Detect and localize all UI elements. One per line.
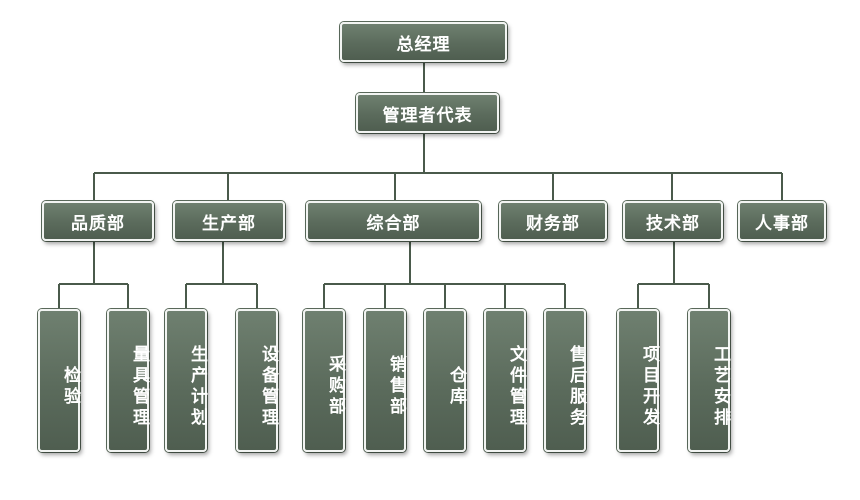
node-warehouse: 仓库 (424, 309, 466, 452)
node-purchasing: 采购部 (303, 309, 345, 452)
node-process-arrangement: 工艺安排 (688, 309, 730, 452)
node-equipment-management: 设备管理 (236, 309, 278, 452)
node-dept-quality: 品质部 (42, 201, 154, 241)
node-production-planning: 生产计划 (165, 309, 207, 452)
node-sales: 销售部 (364, 309, 406, 452)
node-general-manager: 总经理 (340, 22, 507, 62)
node-dept-technology: 技术部 (623, 201, 723, 241)
node-dept-general-affairs: 综合部 (306, 201, 481, 241)
node-dept-production: 生产部 (173, 201, 285, 241)
node-dept-finance: 财务部 (499, 201, 607, 241)
node-dept-hr: 人事部 (738, 201, 826, 241)
node-after-sales-service: 售后服务 (544, 309, 586, 452)
node-document-management: 文件管理 (484, 309, 526, 452)
node-gauge-management: 量具管理 (107, 309, 149, 452)
node-project-development: 项目开发 (617, 309, 659, 452)
node-management-representative: 管理者代表 (356, 93, 499, 133)
node-inspection: 检验 (38, 309, 80, 452)
